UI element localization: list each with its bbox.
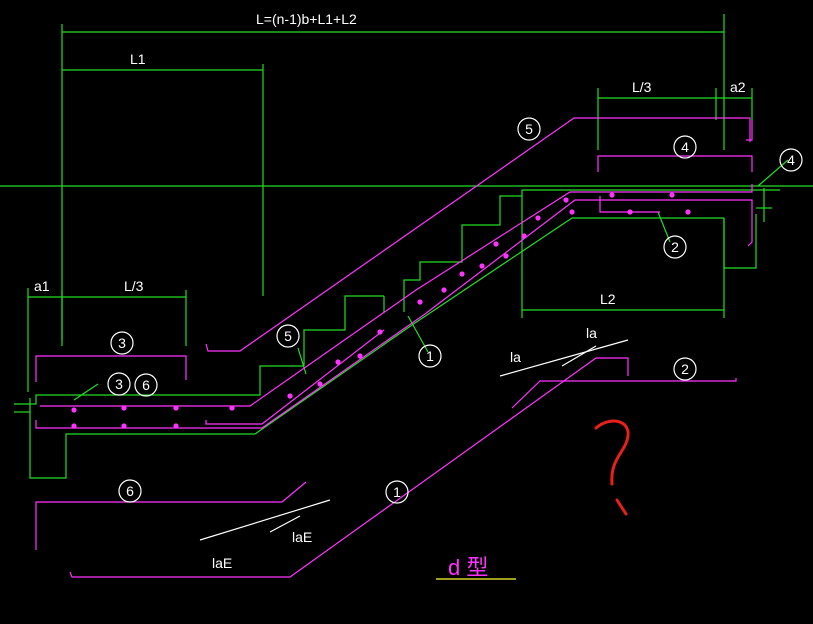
red-question-mark bbox=[594, 419, 630, 516]
svg-text:2: 2 bbox=[671, 239, 679, 255]
svg-text:4: 4 bbox=[681, 139, 689, 155]
bar-marker-1-mid: 1 bbox=[418, 344, 442, 368]
bar-marker-5-mid: 5 bbox=[276, 324, 300, 348]
svg-text:3: 3 bbox=[118, 335, 126, 351]
svg-text:1: 1 bbox=[426, 348, 434, 364]
bar-markers: 5 4 4 2 3 3 6 5 1 bbox=[107, 117, 803, 504]
bar-marker-5-top: 5 bbox=[517, 117, 541, 141]
dim-a1-label: a1 bbox=[34, 278, 50, 294]
anchor-dim-lines bbox=[199, 339, 629, 541]
svg-text:4: 4 bbox=[787, 152, 795, 168]
bar-marker-3-left: 3 bbox=[110, 331, 134, 355]
structure-outline bbox=[0, 14, 813, 479]
dim-l2-label: L2 bbox=[600, 291, 616, 307]
dim-total-label: L=(n-1)b+L1+L2 bbox=[256, 11, 357, 27]
dim-l3-top-label: L/3 bbox=[632, 79, 652, 95]
dim-la-right-label: la bbox=[586, 325, 597, 341]
svg-text:5: 5 bbox=[525, 121, 533, 137]
svg-text:6: 6 bbox=[126, 483, 134, 499]
svg-text:5: 5 bbox=[284, 328, 292, 344]
dim-lae-right-label: laE bbox=[292, 529, 312, 545]
rebar-lines bbox=[35, 117, 753, 578]
dim-a2-label: a2 bbox=[730, 79, 746, 95]
bar-marker-4-top: 4 bbox=[673, 135, 697, 159]
svg-text:2: 2 bbox=[681, 361, 689, 377]
dim-lae-left-label: laE bbox=[212, 555, 232, 571]
bar-marker-2-top: 2 bbox=[663, 235, 687, 259]
drawing-title: d 型 bbox=[448, 555, 488, 580]
svg-text:3: 3 bbox=[115, 376, 123, 392]
bar-marker-2-detail: 2 bbox=[673, 357, 697, 381]
bar-marker-1-detail: 1 bbox=[385, 480, 409, 504]
bar-marker-4-right: 4 bbox=[779, 148, 803, 172]
svg-text:1: 1 bbox=[393, 484, 401, 500]
dim-l3-left-label: L/3 bbox=[124, 278, 144, 294]
dim-la-left-label: la bbox=[510, 349, 521, 365]
bar-marker-3-6: 3 6 bbox=[107, 372, 158, 397]
svg-text:6: 6 bbox=[142, 377, 150, 393]
dim-l1-label: L1 bbox=[130, 51, 146, 67]
bar-marker-6-detail: 6 bbox=[118, 479, 142, 503]
dimension-labels: L=(n-1)b+L1+L2 L1 L/3 a2 a1 L/3 L2 la la… bbox=[34, 11, 746, 571]
rebar-dots bbox=[71, 192, 691, 429]
